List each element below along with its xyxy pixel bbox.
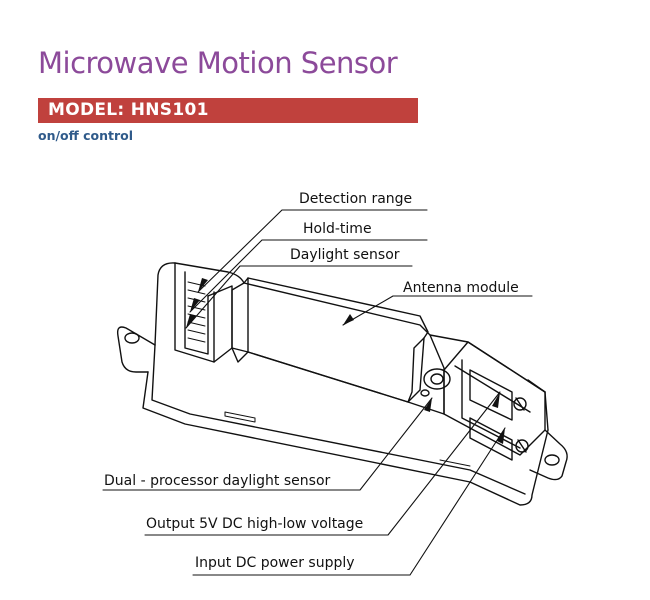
callout-daylight-sensor: Daylight sensor [290, 247, 400, 263]
callout-hold-time: Hold-time [303, 221, 372, 237]
model-label: MODEL: HNS101 [48, 100, 209, 120]
callout-antenna-module: Antenna module [403, 280, 519, 296]
model-banner: MODEL: HNS101 [38, 98, 418, 123]
callout-input-power: Input DC power supply [195, 555, 355, 571]
arrowheads [186, 278, 505, 444]
callout-output-voltage: Output 5V DC high-low voltage [146, 516, 364, 532]
callout-detection-range: Detection range [299, 191, 413, 207]
callout-dual-processor-sensor: Dual - processor daylight sensor [104, 473, 331, 489]
leader-lines [102, 209, 533, 576]
product-title: Microwave Motion Sensor [38, 46, 398, 80]
product-subtitle: on/off control [38, 128, 134, 143]
sensor-housing [116, 262, 568, 506]
